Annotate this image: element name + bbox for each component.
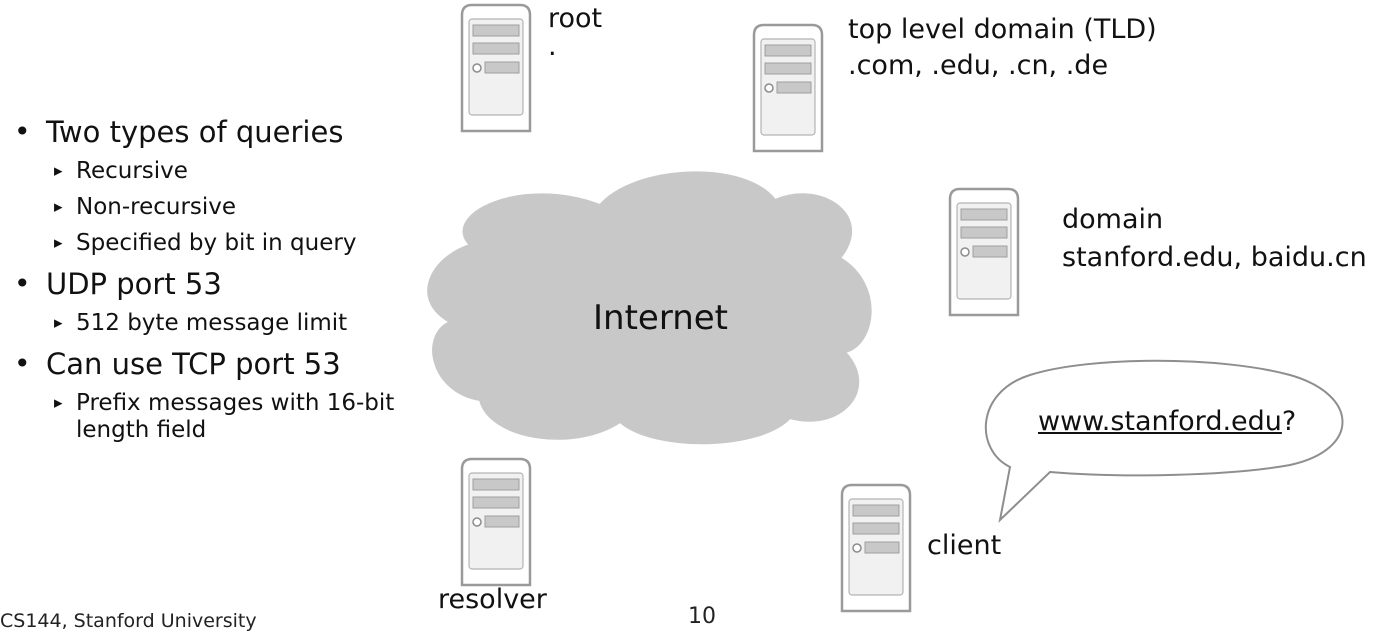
root-server-icon bbox=[460, 3, 532, 133]
tld-server-icon bbox=[752, 23, 824, 153]
speech-bubble bbox=[984, 359, 1344, 523]
bullet-udp: UDP port 53 bbox=[10, 266, 450, 302]
root-label: root . bbox=[548, 3, 603, 62]
query-link[interactable]: www.stanford.edu bbox=[1038, 406, 1282, 437]
bullet-two-types: Two types of queries bbox=[10, 114, 450, 150]
client-server-icon bbox=[840, 483, 912, 613]
sub-bullet-prefix: Prefix messages with 16-bit length field bbox=[10, 390, 446, 444]
client-label: client bbox=[927, 530, 1002, 561]
domain-server-icon bbox=[948, 187, 1020, 317]
resolver-label: resolver bbox=[438, 584, 547, 615]
bullet-list: Two types of queries Recursive Non-recur… bbox=[10, 114, 450, 453]
sub-bullet-non-recursive: Non-recursive bbox=[10, 194, 450, 221]
query-text: www.stanford.edu? bbox=[1038, 406, 1297, 437]
page-number: 10 bbox=[688, 604, 716, 629]
sub-bullet-recursive: Recursive bbox=[10, 158, 450, 185]
sub-bullet-512: 512 byte message limit bbox=[10, 310, 450, 337]
sub-bullet-specified: Specified by bit in query bbox=[10, 230, 450, 257]
internet-label: Internet bbox=[593, 298, 729, 338]
resolver-server-icon bbox=[460, 457, 532, 587]
domain-label: domain stanford.edu, baidu.cn bbox=[1062, 204, 1367, 273]
course-footer: CS144, Stanford University bbox=[0, 610, 257, 632]
tld-label: top level domain (TLD) .com, .edu, .cn, … bbox=[848, 14, 1157, 81]
bullet-tcp: Can use TCP port 53 bbox=[10, 346, 450, 382]
